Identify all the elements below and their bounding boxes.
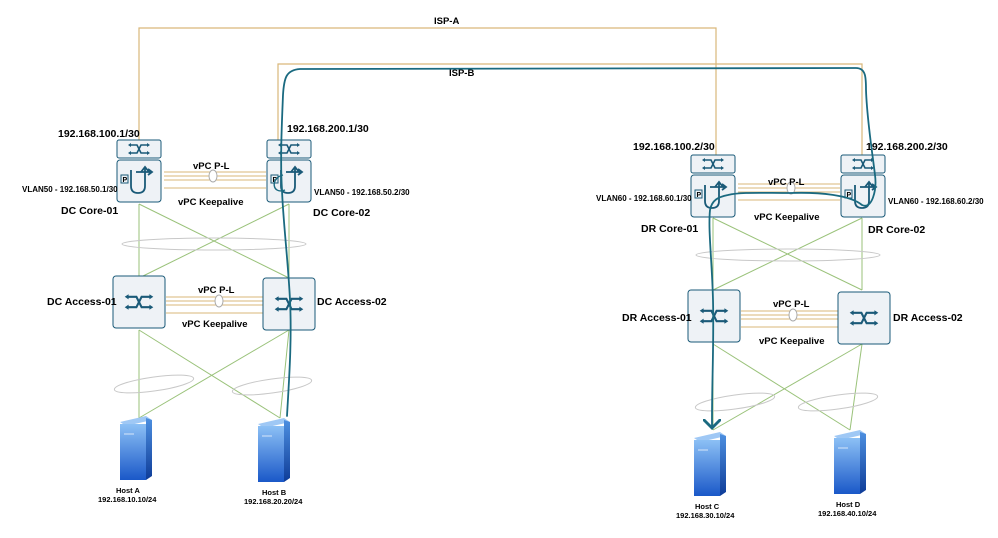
- host-b-name: Host B: [262, 488, 287, 497]
- dr-core-keepalive-label: vPC Keepalive: [754, 212, 819, 223]
- dc-host-b-portchannel: [231, 376, 313, 396]
- dc-core-01-vlan: VLAN50 - 192.168.50.1/30: [22, 185, 118, 194]
- host-c-ip: 192.168.30.10/24: [676, 511, 735, 520]
- dr-access-02-name: DR Access-02: [893, 312, 963, 324]
- host-a[interactable]: [120, 416, 152, 480]
- dr-core-01-wan-ip: 192.168.100.2/30: [633, 141, 715, 153]
- server-icon: [834, 430, 866, 494]
- dr-core-02-vlan: VLAN60 - 192.168.60.2/30: [888, 197, 984, 206]
- dc-core-portchannel: [121, 237, 307, 251]
- dc-access-02-name: DC Access-02: [317, 296, 387, 308]
- dc-core-01-name: DC Core-01: [61, 205, 118, 217]
- dc-access-01-name: DC Access-01: [47, 296, 117, 308]
- dc-core-02[interactable]: P: [266, 139, 312, 203]
- dc-access-peer-link: [166, 294, 264, 314]
- svg-text:P: P: [847, 192, 852, 199]
- isp-a-label: ISP-A: [434, 16, 459, 27]
- dr-host-d-portchannel: [797, 392, 879, 412]
- router-icon: P: [120, 165, 154, 194]
- isp-links: ISP-A ISP-B: [138, 16, 863, 158]
- server-icon: [694, 432, 726, 496]
- host-b[interactable]: [258, 418, 290, 482]
- dr-access-keepalive-label: vPC Keepalive: [759, 336, 824, 347]
- dr-core-02-wan-ip: 192.168.200.2/30: [866, 141, 948, 153]
- dr-core-01-vlan: VLAN60 - 192.168.60.1/30: [596, 194, 692, 203]
- host-c[interactable]: [694, 432, 726, 496]
- dc-access-01[interactable]: [112, 275, 166, 329]
- dr-core-02[interactable]: P: [840, 154, 886, 218]
- server-icon: [120, 416, 152, 480]
- svg-text:P: P: [697, 192, 702, 199]
- traffic-path-trace: [280, 67, 877, 428]
- host-b-ip: 192.168.20.20/24: [244, 497, 303, 506]
- dc-core-keepalive-label: vPC Keepalive: [178, 197, 243, 208]
- dr-host-c-portchannel: [694, 392, 776, 412]
- host-d-ip: 192.168.40.10/24: [818, 509, 877, 518]
- dc-core-02-wan-ip: 192.168.200.1/30: [287, 123, 369, 135]
- router-icon: P: [694, 180, 728, 209]
- dr-core-peer-link: [738, 181, 840, 201]
- host-d[interactable]: [834, 430, 866, 494]
- traffic-loop-dc-core-02: [273, 174, 286, 192]
- isp-b-link: [277, 63, 863, 158]
- dr-access-01-name: DR Access-01: [622, 312, 692, 324]
- isp-a-link: [138, 27, 717, 158]
- host-c-name: Host C: [695, 502, 720, 511]
- dc-core-02-vlan: VLAN50 - 192.168.50.2/30: [314, 188, 410, 197]
- server-icon: [258, 418, 290, 482]
- dr-core-01[interactable]: P: [690, 154, 736, 218]
- dc-core-peer-link-label: vPC P-L: [193, 161, 230, 172]
- dr-access-peer-link: [741, 308, 838, 328]
- dr-access-peer-link-label: vPC P-L: [773, 299, 810, 310]
- host-d-name: Host D: [836, 500, 861, 509]
- dc-access-peer-link-label: vPC P-L: [198, 285, 235, 296]
- dc-core-02-name: DC Core-02: [313, 207, 370, 219]
- dr-core-02-name: DR Core-02: [868, 224, 925, 236]
- dc-host-a-portchannel: [113, 374, 195, 394]
- dc-core-01-wan-ip: 192.168.100.1/30: [58, 128, 140, 140]
- dr-core-portchannel: [695, 248, 881, 262]
- dc-core-peer-link: [164, 169, 266, 189]
- dr-core-peer-link-label: vPC P-L: [768, 177, 805, 188]
- host-a-name: Host A: [116, 486, 140, 495]
- dr-access-02[interactable]: [837, 291, 891, 345]
- host-a-ip: 192.168.10.10/24: [98, 495, 157, 504]
- dc-fabric-links: [138, 203, 290, 419]
- dr-core-01-name: DR Core-01: [641, 223, 698, 235]
- svg-text:P: P: [123, 177, 128, 184]
- dc-access-keepalive-label: vPC Keepalive: [182, 319, 247, 330]
- isp-b-label: ISP-B: [449, 68, 474, 79]
- dc-core-01[interactable]: P: [116, 139, 162, 203]
